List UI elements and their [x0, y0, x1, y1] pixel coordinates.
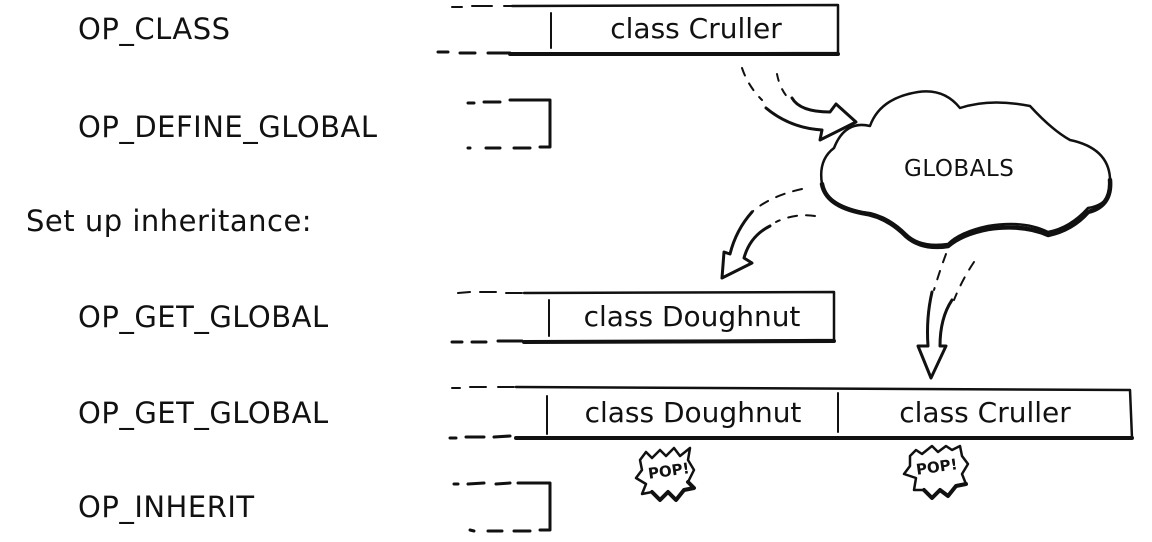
- opcode-op-class: OP_CLASS: [78, 12, 231, 46]
- section-label-set-up-inheritance: Set up inheritance:: [26, 204, 313, 238]
- globals-cloud-label: GLOBALS: [904, 156, 1015, 182]
- stack-row-op-class: [436, 3, 840, 56]
- stack-slot-class-cruller-row5: class Cruller: [899, 396, 1071, 429]
- stack-slot-class-doughnut-row4: class Doughnut: [583, 300, 801, 333]
- stack-row-op-inherit: [452, 481, 552, 533]
- pop-burst-2-icon: [902, 444, 970, 500]
- opcode-op-get-global-1: OP_GET_GLOBAL: [78, 300, 329, 334]
- stack-row-op-get-global-2: [448, 385, 1134, 440]
- arrow-globals-to-doughnut-icon: [720, 188, 816, 280]
- stack-row-op-get-global-1: [450, 290, 836, 344]
- arrow-globals-to-cruller-icon: [916, 253, 975, 380]
- stack-slot-class-doughnut-row5: class Doughnut: [584, 396, 802, 429]
- opcode-op-inherit: OP_INHERIT: [78, 490, 255, 524]
- stack-slot-class-cruller-row1: class Cruller: [610, 12, 782, 45]
- opcode-op-get-global-2: OP_GET_GLOBAL: [78, 396, 329, 430]
- arrow-to-globals-icon: [741, 67, 858, 142]
- globals-cloud-icon: [819, 90, 1113, 250]
- opcode-op-define-global: OP_DEFINE_GLOBAL: [78, 110, 378, 144]
- stack-row-op-define-global: [466, 98, 552, 150]
- pop-burst-1-icon: [634, 446, 696, 502]
